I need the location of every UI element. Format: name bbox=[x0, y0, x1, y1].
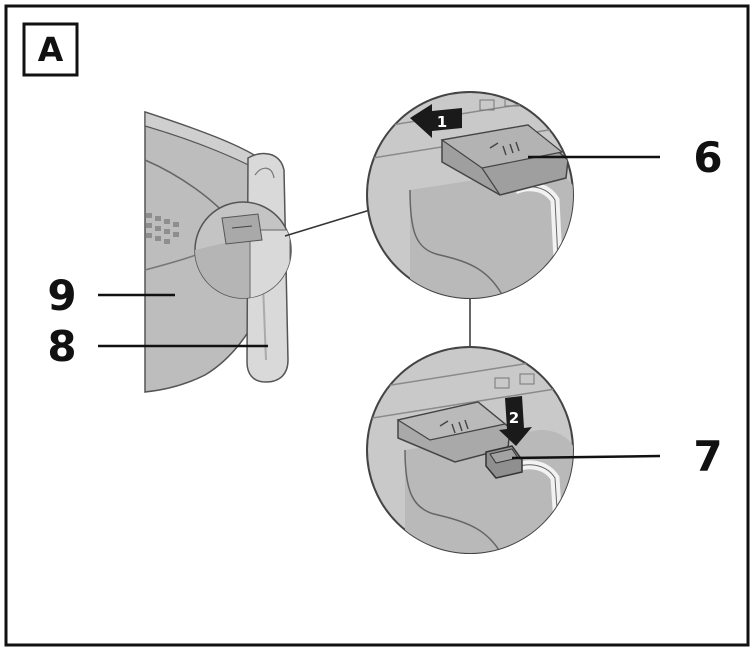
diagram-frame bbox=[4, 4, 750, 647]
step-1-number: 1 bbox=[437, 113, 447, 131]
small-magnifier-circle bbox=[194, 201, 292, 299]
bottom-magnifier-circle: 2 bbox=[366, 346, 574, 554]
panel-letter-box: A bbox=[22, 22, 79, 77]
vent-grille bbox=[146, 213, 179, 244]
release-latch bbox=[440, 124, 569, 196]
callout-6: 6 bbox=[693, 133, 722, 182]
top-magnifier-circle: 1 bbox=[366, 91, 574, 299]
step-1-arrow-icon bbox=[410, 104, 462, 138]
panel-letter: A bbox=[38, 30, 64, 69]
leader-line-7 bbox=[511, 454, 661, 460]
callout-9: 9 bbox=[47, 271, 76, 320]
slid-latch bbox=[396, 401, 511, 463]
release-button bbox=[485, 445, 523, 479]
callout-7: 7 bbox=[693, 432, 722, 481]
step-2-arrow-icon bbox=[499, 396, 532, 446]
callout-8: 8 bbox=[47, 322, 76, 371]
step-2-number: 2 bbox=[509, 409, 519, 427]
connector-line-small-to-top bbox=[284, 209, 371, 237]
